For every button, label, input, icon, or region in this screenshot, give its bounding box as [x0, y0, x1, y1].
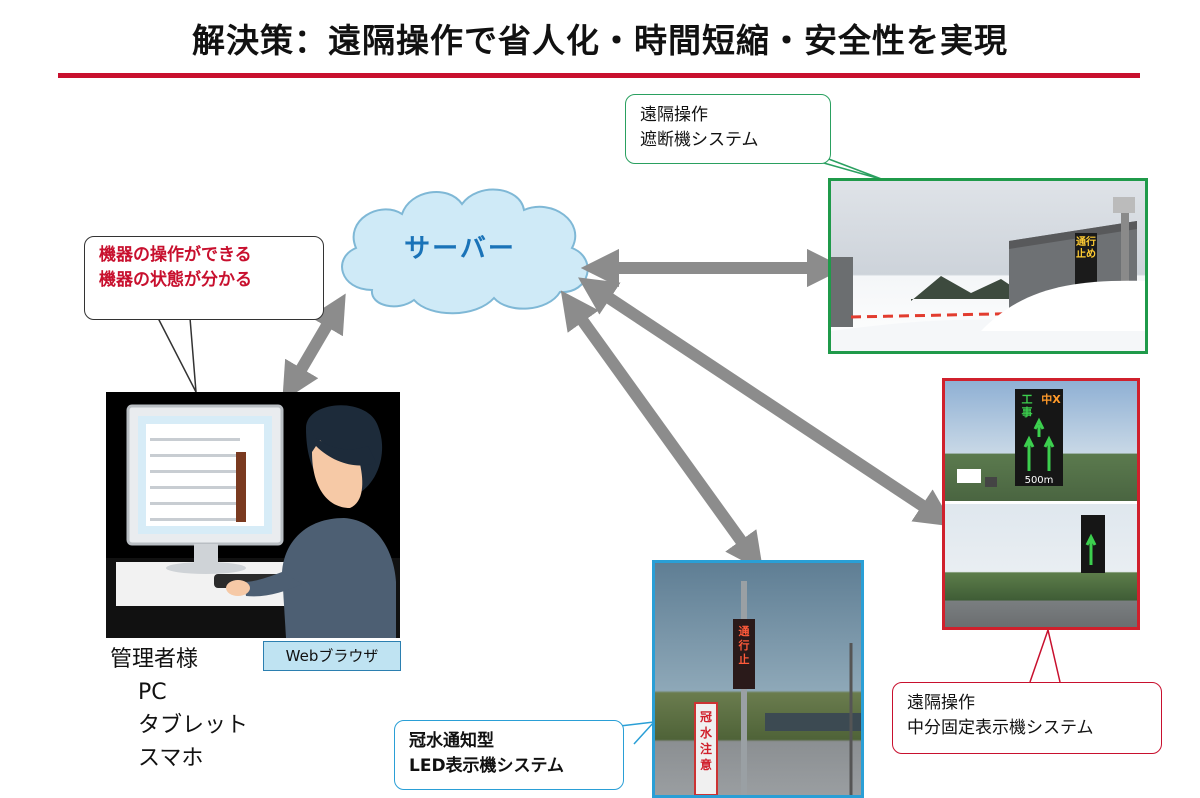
arrow-server-flood — [560, 290, 764, 572]
callout-median-system: 遠隔操作 中分固定表示機システム — [892, 682, 1162, 754]
device-smartphone: スマホ — [138, 746, 204, 771]
flood-sign-top: 通行止 — [738, 625, 750, 666]
device-tablet: タブレット — [138, 713, 249, 738]
callout-median-line1: 遠隔操作 — [907, 693, 975, 713]
flood-sign-bottom: 冠水注意 — [699, 710, 712, 772]
server-label: サーバー — [404, 234, 516, 264]
callout-tail-operation — [157, 317, 197, 393]
callout-operation-line2: 機器の状態が分かる — [99, 270, 252, 290]
callout-barrier-line2: 遮断機システム — [640, 130, 759, 150]
callout-operation-line1: 機器の操作ができる — [99, 245, 252, 265]
callout-flood-line1: 冠水通知型 — [409, 731, 494, 751]
median-distance: 500m — [1015, 475, 1063, 486]
device-pc: PC — [138, 680, 167, 705]
callout-barrier-system: 遠隔操作 遮断機システム — [625, 94, 831, 164]
median-sign-right: 中X — [1041, 393, 1061, 406]
callout-tail-flood — [619, 721, 656, 745]
barrier-sign-text: 通行止め — [1076, 237, 1096, 260]
callout-flood-system: 冠水通知型 LED表示機システム — [394, 720, 624, 790]
arrow-admin-server — [282, 293, 346, 402]
admin-label: 管理者様 — [110, 647, 199, 672]
callout-median-line2: 中分固定表示機システム — [907, 718, 1094, 738]
web-browser-tag: Webブラウザ — [263, 641, 401, 671]
title-underline — [58, 73, 1140, 78]
server-cloud — [341, 188, 589, 315]
barrier-photo: 通行止め — [828, 178, 1148, 354]
callout-flood-line2: LED表示機システム — [409, 756, 565, 776]
flood-photo: 通行止 冠水注意 — [652, 560, 864, 798]
median-photo: 工事 中X 500m — [942, 378, 1140, 630]
admin-illustration — [106, 392, 400, 638]
median-sign-left: 工事 — [1021, 393, 1033, 419]
page-title: 解決策：遠隔操作で省人化・時間短縮・安全性を実現 — [192, 21, 1008, 60]
callout-barrier-line1: 遠隔操作 — [640, 105, 708, 125]
callout-operation: 機器の操作ができる 機器の状態が分かる — [84, 236, 324, 320]
callout-tail-median — [1029, 627, 1061, 683]
